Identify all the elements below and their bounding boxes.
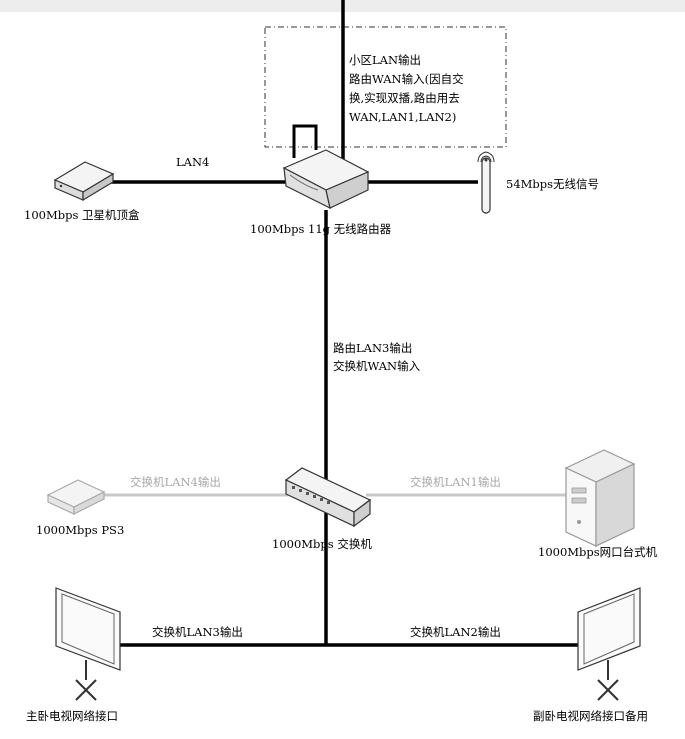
lan4-label: LAN4 — [176, 155, 209, 169]
router-label: 100Mbps 11g 无线路由器 — [250, 222, 392, 236]
switch-lan3-label: 交换机LAN3输出 — [152, 625, 243, 639]
ps3-label: 1000Mbps PS3 — [36, 523, 124, 537]
switch-lan1-label: 交换机LAN1输出 — [410, 475, 501, 489]
antenna-label: 54Mbps无线信号 — [506, 177, 599, 191]
note-line-1: 小区LAN输出 — [349, 53, 421, 67]
master-tv-screen-icon — [55, 587, 121, 701]
ps3-icon — [46, 479, 106, 515]
switch-icon — [284, 467, 372, 528]
switch-lan2-label: 交换机LAN2输出 — [410, 625, 501, 639]
master-tv-label: 主卧电视网络接口 — [26, 709, 118, 723]
note-line-3: 换,实现双播,路由用去 — [349, 91, 460, 105]
note-box — [264, 26, 507, 148]
antenna-icon — [477, 151, 495, 214]
router-switch-label-1: 路由LAN3输出 — [333, 341, 412, 355]
router-icon — [282, 124, 370, 210]
router-switch-label-2: 交换机WAN输入 — [333, 359, 421, 373]
satellite-box-icon — [53, 161, 115, 202]
connection-lines — [110, 0, 582, 647]
desktop-tower-icon — [564, 449, 636, 547]
note-line-4: WAN,LAN1,LAN2) — [349, 110, 456, 124]
note-line-2: 路由WAN输入(因自交 — [349, 72, 464, 86]
second-tv-label: 副卧电视网络接口备用 — [533, 709, 648, 723]
satellite-box-label: 100Mbps 卫星机顶盒 — [24, 208, 140, 222]
switch-lan4-label: 交换机LAN4输出 — [130, 475, 221, 489]
switch-label: 1000Mbps 交换机 — [272, 537, 372, 551]
desktop-label: 1000Mbps网口台式机 — [538, 545, 658, 559]
second-tv-screen-icon — [577, 587, 641, 701]
